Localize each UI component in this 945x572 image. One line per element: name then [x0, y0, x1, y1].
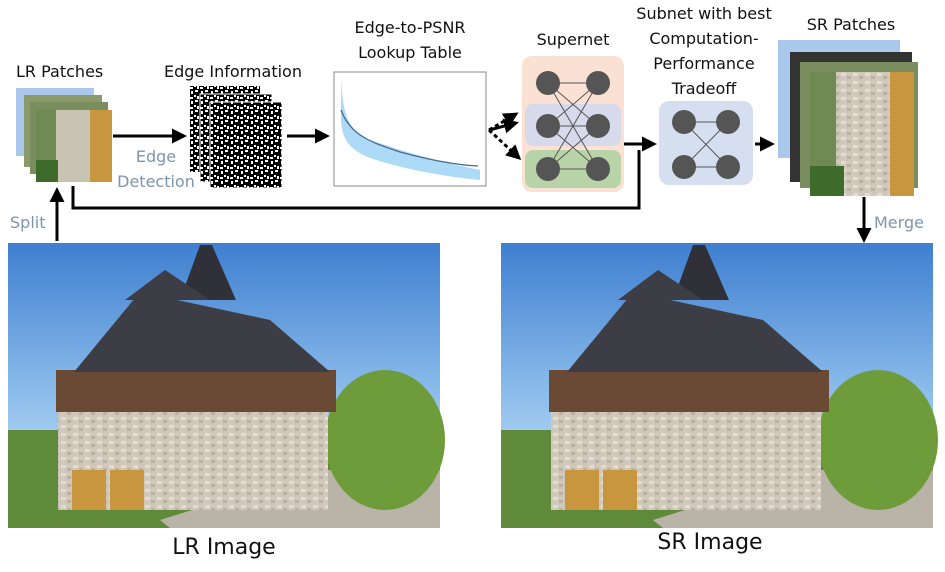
lr-image — [8, 243, 445, 528]
sr-patches-label: SR Patches — [806, 15, 896, 34]
edge-information-label: Edge Information — [164, 62, 302, 81]
lr-image-caption: LR Image — [172, 535, 276, 560]
arrow-bypass-patches-to-subnet — [71, 150, 641, 210]
subnet-label-line1: Subnet with best — [636, 4, 772, 23]
sr-image — [501, 243, 938, 528]
merge-label: Merge — [874, 213, 924, 232]
subnet-node — [716, 110, 740, 134]
lookup-trend-line — [340, 109, 479, 167]
sr-image-caption: SR Image — [657, 530, 763, 555]
lr-patches-stack — [16, 88, 112, 182]
supernet-node — [586, 114, 610, 138]
subnet-label-line2: Computation- — [649, 29, 759, 48]
subnet-node — [672, 110, 696, 134]
subnet-label-line4: Tradeoff — [671, 79, 737, 98]
arrow-lookup-to-supernet-top — [488, 112, 519, 132]
supernet-node — [536, 71, 560, 95]
subnet-block — [659, 101, 753, 185]
supernet-node — [586, 157, 610, 181]
supernet-node — [536, 114, 560, 138]
supernet-node — [586, 71, 610, 95]
sr-patch-front — [810, 72, 914, 196]
edge-map-front — [209, 101, 283, 189]
edge-detection-label-line1: Edge — [135, 147, 177, 166]
lookup-table-plot — [333, 71, 487, 187]
split-label: Split — [10, 213, 46, 232]
arrow-lookup-to-supernet-bottom — [487, 128, 522, 161]
lr-patch-front — [36, 110, 112, 182]
subnet-node — [672, 155, 696, 179]
lookup-table-label-line1: Edge-to-PSNR — [354, 18, 466, 37]
arrow-lookup-to-supernet-mid — [488, 118, 519, 134]
sr-patches-stack — [778, 40, 918, 196]
edge-information-stack — [190, 86, 283, 189]
subnet-node — [716, 155, 740, 179]
supernet-block — [522, 56, 624, 192]
subnet-label-line3: Performance — [653, 54, 755, 73]
supernet-label: Supernet — [536, 30, 610, 49]
lr-patches-label: LR Patches — [16, 62, 104, 81]
lookup-scatter-cloud — [341, 78, 480, 180]
subnet-background — [659, 101, 753, 185]
lookup-table-label-line2: Lookup Table — [358, 43, 462, 62]
supernet-node — [536, 157, 560, 181]
edge-detection-label-line2: Detection — [117, 172, 195, 191]
